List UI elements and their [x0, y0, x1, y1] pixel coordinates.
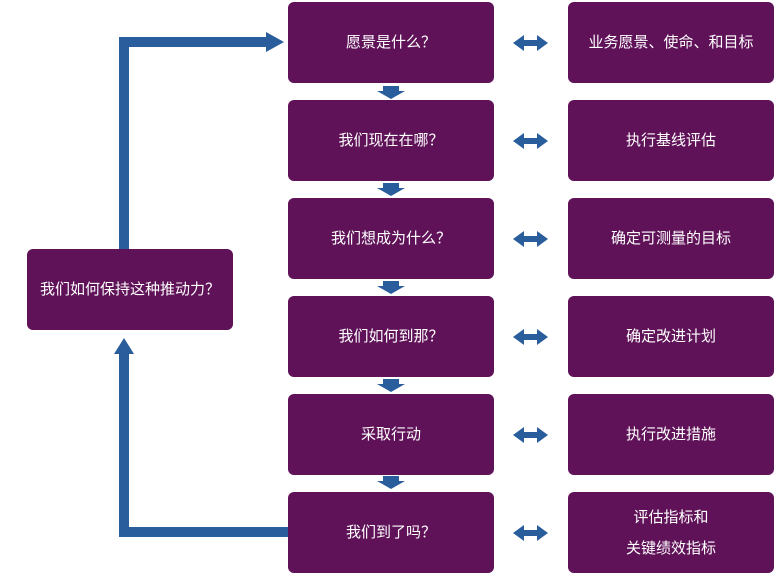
step-answer-label-line1: 评估指标和 [633, 507, 709, 526]
step-question-label: 我们现在在哪？ [338, 131, 444, 150]
step-question-box: 我们如何到那？ [288, 296, 494, 377]
step-question-label: 我们想成为什么？ [330, 229, 451, 248]
step-question-box: 我们想成为什么？ [288, 198, 494, 279]
step-answer-box: 确定改进计划 [568, 296, 774, 377]
down-arrow [377, 86, 405, 99]
center-node: 我们如何保持这种推动力？ [27, 249, 233, 330]
step-question-label: 愿景是什么？ [345, 33, 436, 52]
step-answer-box: 执行改进措施 [568, 394, 774, 475]
step-answer-label: 确定改进计划 [625, 327, 716, 346]
step-question-label: 我们到了吗？ [345, 523, 436, 542]
loop-arrow-bottom-head [114, 338, 134, 354]
down-arrow [377, 281, 405, 294]
double-arrows [513, 35, 548, 541]
down-arrows [377, 86, 405, 489]
double-arrow [513, 35, 548, 51]
loop-arrow-top [119, 37, 268, 250]
step-answer-label: 确定可测量的目标 [610, 229, 731, 248]
step-answer-label: 业务愿景、使命、和目标 [588, 33, 754, 52]
step-answer-label-line2: 关键绩效指标 [625, 538, 716, 557]
step-question-box: 采取行动 [288, 394, 494, 475]
down-arrow [377, 476, 405, 489]
step-answer-box: 业务愿景、使命、和目标 [568, 2, 774, 83]
loop-arrow-top-head [266, 32, 284, 52]
double-arrow [513, 525, 548, 541]
double-arrow [513, 133, 548, 149]
double-arrow [513, 231, 548, 247]
step-question-box: 我们到了吗？ [288, 492, 494, 573]
step-answer-label: 执行基线评估 [625, 131, 716, 150]
step-answer-box: 确定可测量的目标 [568, 198, 774, 279]
double-arrow [513, 329, 548, 345]
step-answer-box: 评估指标和 关键绩效指标 [568, 492, 774, 573]
down-arrow [377, 379, 405, 392]
down-arrow [377, 183, 405, 196]
step-question-label: 采取行动 [360, 425, 421, 444]
center-node-label: 我们如何保持这种推动力？ [39, 280, 220, 299]
double-arrow [513, 427, 548, 443]
step-question-label: 我们如何到那？ [338, 327, 444, 346]
step-answer-box: 执行基线评估 [568, 100, 774, 181]
step-question-box: 愿景是什么？ [288, 2, 494, 83]
step-answer-label: 执行改进措施 [625, 425, 716, 444]
step-question-box: 我们现在在哪？ [288, 100, 494, 181]
loop-arrow-bottom [119, 352, 290, 537]
